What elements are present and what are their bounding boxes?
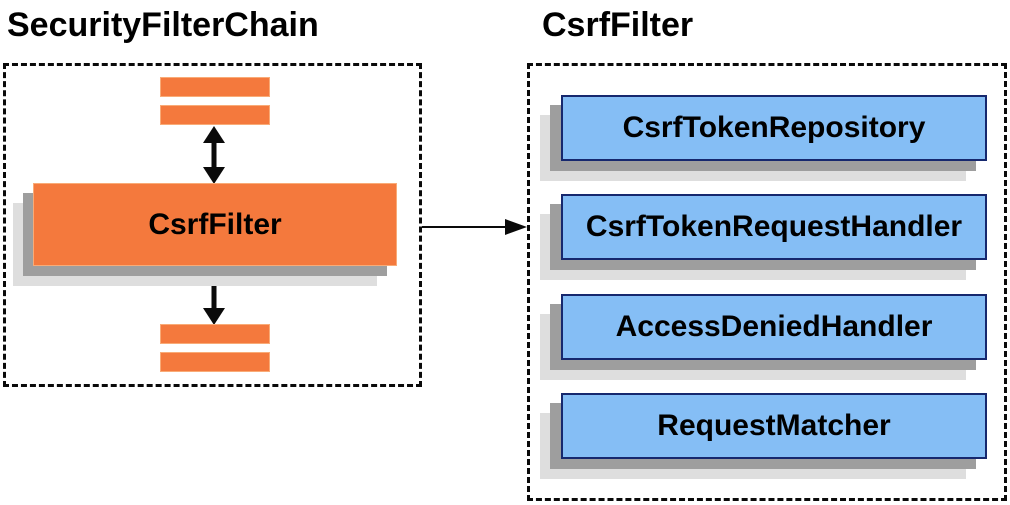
right-arrow-icon bbox=[422, 219, 527, 235]
filter-placeholder-bar bbox=[160, 324, 270, 344]
csrf-filter-card-label: CsrfFilter bbox=[148, 207, 282, 241]
up-down-arrow-icon bbox=[203, 126, 225, 184]
component-card-label: CsrfTokenRequestHandler bbox=[585, 210, 963, 243]
filter-placeholder-bar bbox=[160, 352, 270, 372]
up-down-arrow-icon bbox=[203, 266, 225, 325]
security-filter-chain-title: SecurityFilterChain bbox=[7, 6, 319, 44]
component-card-label: CsrfTokenRepository bbox=[622, 111, 926, 144]
csrf-filter-box bbox=[527, 63, 1007, 501]
component-card-csrf-token-request-handler: CsrfTokenRequestHandler bbox=[561, 194, 987, 260]
csrf-filter-card: CsrfFilter bbox=[33, 183, 397, 266]
component-card-label: AccessDeniedHandler bbox=[615, 310, 933, 343]
component-card-access-denied-handler: AccessDeniedHandler bbox=[561, 294, 987, 360]
csrf-filter-title: CsrfFilter bbox=[542, 6, 694, 44]
security-filter-chain-box bbox=[3, 63, 422, 387]
component-card-csrf-token-repository: CsrfTokenRepository bbox=[561, 95, 987, 161]
component-card-label: RequestMatcher bbox=[657, 409, 891, 442]
filter-placeholder-bar bbox=[160, 105, 270, 125]
component-card-request-matcher: RequestMatcher bbox=[561, 393, 987, 459]
filter-placeholder-bar bbox=[160, 77, 270, 97]
